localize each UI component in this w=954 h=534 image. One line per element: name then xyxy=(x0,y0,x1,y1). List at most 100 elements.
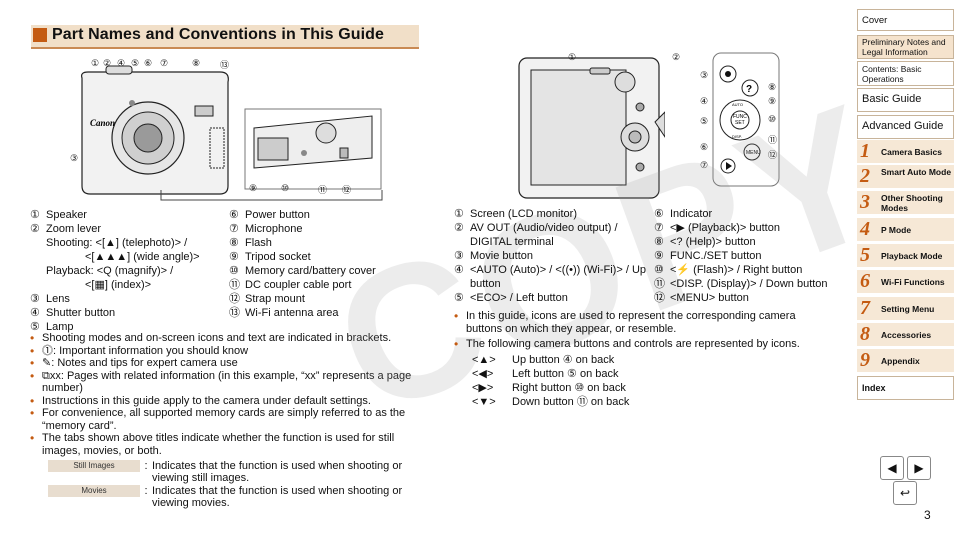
movies-desc: Indicates that the function is used when… xyxy=(152,485,403,509)
back-callout-10: ⑩ xyxy=(768,114,777,124)
control-panel-illustration: ? FUNC SET AUTO DISP. MENU xyxy=(712,52,780,187)
svg-text:FUNC: FUNC xyxy=(733,114,747,120)
list-item: ⑩<⚡ (Flash)> / Right button xyxy=(654,264,803,276)
table-row: <▲>Up button ④ on back xyxy=(472,354,615,366)
return-arrow-icon: ↩ xyxy=(899,486,911,500)
title-marker xyxy=(33,28,47,42)
bracket-line xyxy=(160,190,383,201)
callout-9: ⑨ xyxy=(249,183,258,193)
camera-back-illustration xyxy=(518,57,665,199)
prev-page-button[interactable]: ◀ xyxy=(880,456,904,480)
list-item: ⑧<? (Help)> button xyxy=(654,236,756,248)
back-callout-4: ④ xyxy=(700,96,709,106)
callout-8: ⑧ xyxy=(192,58,201,68)
callout-1: ① xyxy=(91,58,100,68)
sidebar-item-contents[interactable]: Contents: Basic Operations xyxy=(857,61,954,86)
callout-3: ③ xyxy=(70,153,79,163)
callout-2: ② xyxy=(103,58,112,68)
back-callout-2: ② xyxy=(672,52,681,62)
tab-legend: Still Images : Indicates that the functi… xyxy=(48,460,423,509)
list-item: Shooting: <[▲] (telephoto)> / xyxy=(46,237,188,249)
back-callout-8: ⑧ xyxy=(768,82,777,92)
table-row: <▼>Down button ⑪ on back xyxy=(472,396,630,408)
tab-legend-row: Movies : Indicates that the function is … xyxy=(48,485,423,509)
callout-5: ⑤ xyxy=(131,58,140,68)
list-item: ⧉xx: Pages with related information (in … xyxy=(30,370,422,395)
svg-text:?: ? xyxy=(746,84,752,95)
list-item: DIGITAL terminal xyxy=(470,236,554,248)
callout-6: ⑥ xyxy=(144,58,153,68)
page-number: 3 xyxy=(924,508,931,522)
svg-text:AUTO: AUTO xyxy=(732,102,743,107)
page-title: Part Names and Conventions in This Guide xyxy=(52,26,385,43)
table-row: <▶>Right button ⑩ on back xyxy=(472,382,626,394)
sidebar-item-index[interactable]: Index xyxy=(857,376,954,400)
list-item: ✎: Notes and tips for expert camera use xyxy=(30,357,422,370)
list-item: ⑤<ECO> / Left button xyxy=(454,292,568,304)
still-images-desc: Indicates that the function is used when… xyxy=(152,460,403,484)
list-item: The following camera buttons and control… xyxy=(454,338,834,351)
movies-tag: Movies xyxy=(48,485,140,497)
next-page-button[interactable]: ▶ xyxy=(907,456,931,480)
sidebar-item-cover[interactable]: Cover xyxy=(857,9,954,31)
list-item: ④<AUTO (Auto)> / <((•)) (Wi-Fi)> / Up xyxy=(454,264,646,276)
callout-11: ⑪ xyxy=(318,185,328,195)
list-item: Playback: <Q (magnify)> / xyxy=(46,265,174,277)
list-item: ⓵: Important information you should know xyxy=(30,345,422,358)
tab-legend-row: Still Images : Indicates that the functi… xyxy=(48,460,423,484)
list-item: The tabs shown above titles indicate whe… xyxy=(30,432,422,457)
sidebar-item-basic-guide[interactable]: Basic Guide xyxy=(857,88,954,112)
table-row: <◀>Left button ⑤ on back xyxy=(472,368,619,380)
svg-text:DISP.: DISP. xyxy=(732,134,742,139)
svg-text:Canon: Canon xyxy=(90,118,115,128)
list-item: button xyxy=(470,278,501,290)
callout-7: ⑦ xyxy=(160,58,169,68)
list-item: ⑫<MENU> button xyxy=(654,292,749,304)
back-callout-11: ⑪ xyxy=(768,135,778,145)
back-callout-9: ⑨ xyxy=(768,96,777,106)
back-callout-7: ⑦ xyxy=(700,160,709,170)
callout-13: ⑬ xyxy=(220,60,230,70)
list-item: For convenience, all supported memory ca… xyxy=(30,407,422,432)
back-callout-3: ③ xyxy=(700,70,709,80)
camera-front-illustration: Canon xyxy=(81,65,229,195)
camera-bottom-illustration xyxy=(244,108,382,190)
button-icon-table: <▲>Up button ④ on back <◀>Left button ⑤ … xyxy=(472,353,629,409)
list-item: ⑪<DISP. (Display)> / Down button xyxy=(654,278,828,290)
back-button[interactable]: ↩ xyxy=(893,481,917,505)
back-callout-1: ① xyxy=(568,52,577,62)
list-item: In this guide, icons are used to represe… xyxy=(454,310,834,335)
sidebar-item-advanced-guide[interactable]: Advanced Guide xyxy=(857,115,954,139)
sidebar-item-preliminary[interactable]: Preliminary Notes and Legal Information xyxy=(857,35,954,59)
chevron-left-icon: ◀ xyxy=(887,461,897,475)
title-bar xyxy=(31,25,419,49)
